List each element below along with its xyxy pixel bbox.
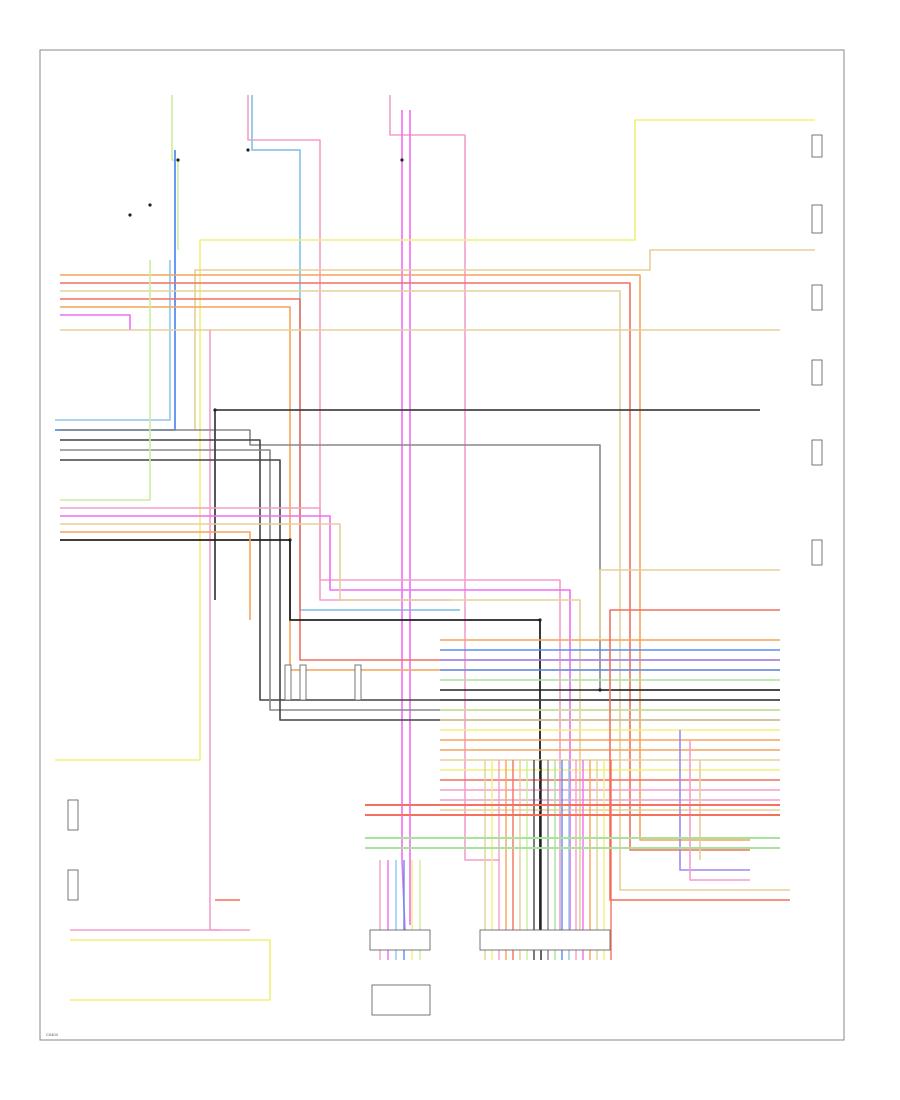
wire-red xyxy=(60,298,780,661)
relay-component xyxy=(811,204,823,234)
wire-pink xyxy=(389,95,500,861)
component-group xyxy=(67,134,823,1016)
sensor-component xyxy=(67,799,79,831)
connector-component xyxy=(479,929,611,951)
splice-dot xyxy=(128,213,132,217)
wire-violet xyxy=(679,730,750,871)
wire-yellow xyxy=(55,119,815,761)
splice-dot xyxy=(288,538,292,542)
wire-orange xyxy=(60,274,750,841)
splice-dot xyxy=(246,148,250,152)
resistor-component xyxy=(299,664,307,701)
switch-component xyxy=(811,539,823,566)
wire-orange xyxy=(60,531,251,620)
switch-component xyxy=(811,439,823,466)
splice-dot xyxy=(148,203,152,207)
wire-magenta xyxy=(401,110,406,931)
wire-tan xyxy=(60,290,790,891)
control-module-component xyxy=(371,984,431,1016)
connector-component xyxy=(369,929,431,951)
wire-red xyxy=(609,609,790,901)
resistor-component xyxy=(284,664,292,701)
wire-lightgreen xyxy=(60,260,151,501)
corner-code: C0404 xyxy=(46,1032,59,1037)
wire-yellow xyxy=(70,939,271,1001)
diagram-frame xyxy=(39,49,845,1041)
splice-dot xyxy=(213,408,217,412)
wire-tan xyxy=(60,523,581,940)
wire-magenta xyxy=(60,515,571,940)
relay-component xyxy=(811,284,823,311)
wire-tan xyxy=(194,249,815,430)
wire-tan xyxy=(599,569,780,640)
splice-dot xyxy=(176,158,180,162)
relay-component xyxy=(811,359,823,386)
fuse-component xyxy=(811,134,823,158)
wire-magenta xyxy=(60,314,131,330)
sensor-component xyxy=(67,869,79,901)
wire-lightblue xyxy=(55,260,171,421)
wire-pink xyxy=(689,740,750,881)
wire-orange xyxy=(60,306,780,671)
splice-dot xyxy=(598,688,602,692)
wire-gray xyxy=(60,429,780,691)
splice-dot xyxy=(538,618,542,622)
wire-lightblue xyxy=(251,95,460,611)
wire-black xyxy=(60,539,541,940)
resistor-component xyxy=(354,664,362,701)
wire-red xyxy=(60,282,750,851)
wire-group xyxy=(55,95,815,1001)
wire-blue xyxy=(55,150,176,431)
splice-dot xyxy=(400,158,404,162)
